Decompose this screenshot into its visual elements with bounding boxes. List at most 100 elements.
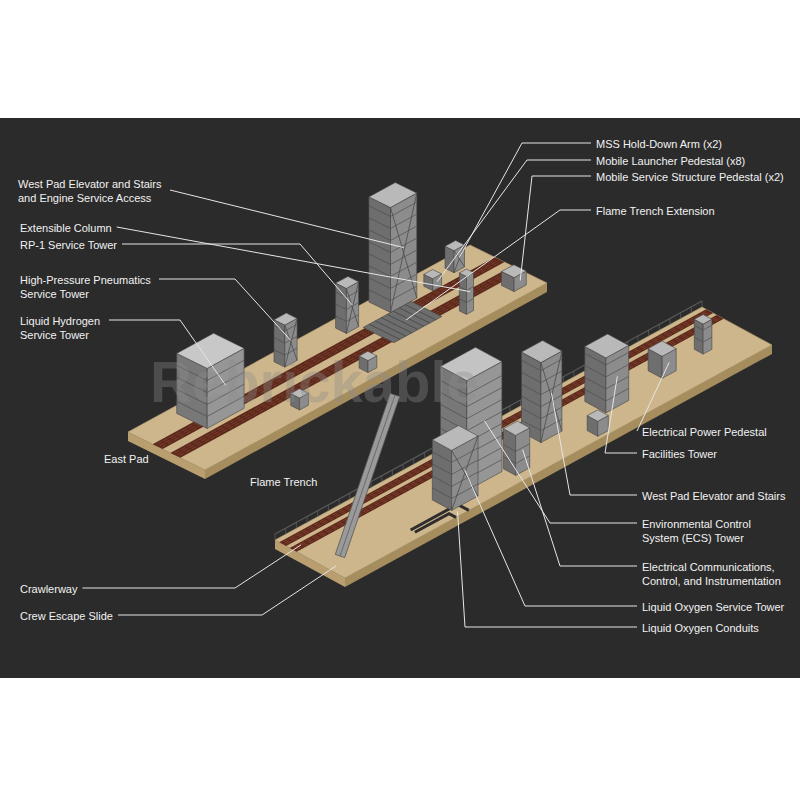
railing-post [413, 458, 414, 464]
grid-line [387, 314, 418, 329]
tower-floor [336, 316, 347, 321]
tower-floor [369, 290, 391, 301]
callout-label: RP-1 Service Tower [20, 238, 117, 252]
tower-brace [390, 207, 416, 298]
callout-label: Facilities Tower [642, 447, 717, 461]
callout-label: Electrical Power Pedestal [642, 425, 767, 439]
conduit [415, 514, 456, 533]
grid-line [381, 318, 412, 333]
tower-floor [703, 337, 712, 342]
tower-floor [432, 452, 451, 462]
leader-line [406, 210, 591, 320]
tower-floor [369, 230, 391, 241]
railing [275, 301, 702, 534]
tower-floor [522, 384, 541, 394]
callout-label: Flame Trench Extension [596, 204, 715, 218]
tower-brace [541, 363, 562, 432]
slide-rail [340, 395, 395, 556]
tower-floor [432, 464, 451, 474]
railing-post [339, 499, 340, 505]
tower-brace [454, 251, 465, 267]
tower-floor [585, 365, 606, 376]
tower-brace [454, 245, 465, 273]
railing-post [381, 476, 382, 482]
callout-label: Environmental Control System (ECS) Tower [642, 517, 754, 545]
crew-escape-slide [335, 393, 399, 557]
tower-front [703, 319, 712, 354]
railing-post [349, 493, 350, 499]
railing-post [573, 371, 574, 377]
railing-post [691, 307, 692, 313]
callout-label: West Pad Elevator and Stairs and Engine … [18, 177, 165, 205]
callout-label: Liquid Oxygen Service Tower [642, 600, 784, 614]
leader-line [437, 160, 591, 282]
tower-floor [522, 372, 541, 382]
tower-brace [541, 351, 562, 442]
tower-side [336, 283, 347, 333]
tower-floor [336, 304, 347, 309]
tower-brace [452, 450, 478, 496]
tower-floor [390, 262, 416, 276]
callout-label: Flame Trench [250, 475, 317, 489]
tower-floor [390, 226, 416, 240]
leader-line [118, 566, 336, 615]
tower-brace [346, 282, 358, 334]
slab-top [275, 307, 772, 578]
tower-front [541, 351, 562, 443]
tower-floor [274, 338, 285, 343]
tower-top [587, 410, 608, 421]
railing-post [509, 406, 510, 412]
leader-line [551, 393, 637, 495]
tower-floor [522, 360, 541, 370]
tower-floor [432, 476, 451, 486]
tower-floor [369, 206, 391, 217]
railing-post [648, 330, 649, 336]
tower-floor [516, 456, 530, 464]
grid-line [375, 321, 406, 336]
tower-floor [369, 278, 391, 289]
tower-front [346, 282, 358, 334]
tower-floor [522, 396, 541, 406]
railing-post [669, 318, 670, 324]
leader-line [520, 176, 591, 281]
tower-floor [522, 408, 541, 418]
railing-post [424, 452, 425, 458]
callout-label: Electrical Communications, Control, and … [642, 560, 784, 588]
tower-floor [606, 388, 629, 400]
railing-post [296, 522, 297, 528]
tower-side [503, 429, 515, 476]
railing-post [275, 534, 276, 540]
tower-floor [606, 364, 629, 376]
tower-top [522, 341, 562, 363]
railing-post [403, 464, 404, 470]
leader-line [82, 545, 301, 588]
leader-line [484, 421, 637, 523]
railing-post [392, 470, 393, 476]
leader-line [605, 376, 637, 453]
railing-post [637, 336, 638, 342]
callout-label: Extensible Column [20, 221, 112, 235]
callout-label: MSS Hold-Down Arm (x2) [596, 137, 722, 151]
watermark: Rebrickable [150, 350, 479, 414]
flame-trench-extension [363, 301, 442, 342]
callout-label: Liquid Oxygen Conduits [642, 621, 759, 635]
callout-label: High-Pressure Pneumatics Service Tower [20, 273, 154, 301]
callout-label: Crew Escape Slide [20, 609, 113, 623]
tower-side [432, 440, 451, 511]
leader-line [170, 190, 404, 248]
tower-top [274, 313, 297, 325]
railing-post [328, 505, 329, 511]
grid-line [369, 324, 400, 339]
tower-floor [606, 352, 629, 364]
tower-brace [346, 288, 358, 326]
tower-floor [585, 377, 606, 388]
tower-floor [703, 325, 712, 330]
tower-floor [459, 299, 466, 303]
tower-top [503, 421, 529, 435]
railing-post [563, 377, 564, 383]
tower-floor [369, 254, 391, 265]
railing-post [317, 511, 318, 517]
tower-floor [541, 407, 562, 418]
